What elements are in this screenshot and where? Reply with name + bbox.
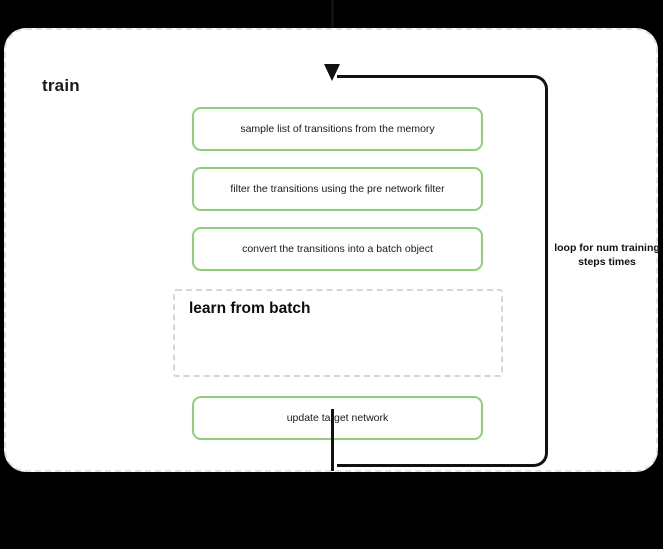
entry-arrowhead-icon <box>324 64 340 81</box>
step-sample-transitions-label: sample list of transitions from the memo… <box>240 122 435 135</box>
step-update-target-network-label: update target network <box>286 411 389 424</box>
train-group-container: train sample list of transitions from th… <box>4 28 660 472</box>
loop-caption-label: loop for num training steps times <box>554 242 660 268</box>
step-filter-transitions-label: filter the transitions using the pre net… <box>230 182 445 195</box>
step-convert-to-batch[interactable]: convert the transitions into a batch obj… <box>192 227 483 271</box>
loop-path-connector <box>337 75 548 467</box>
step-convert-to-batch-label: convert the transitions into a batch obj… <box>242 242 433 255</box>
step-filter-transitions[interactable]: filter the transitions using the pre net… <box>192 167 483 211</box>
learn-from-batch-title: learn from batch <box>189 300 311 317</box>
learn-from-batch-group[interactable]: learn from batch <box>173 289 503 377</box>
train-group-title: train <box>42 76 80 95</box>
exit-connector-line <box>331 409 334 471</box>
step-sample-transitions[interactable]: sample list of transitions from the memo… <box>192 107 483 151</box>
step-update-target-network[interactable]: update target network <box>192 396 483 440</box>
